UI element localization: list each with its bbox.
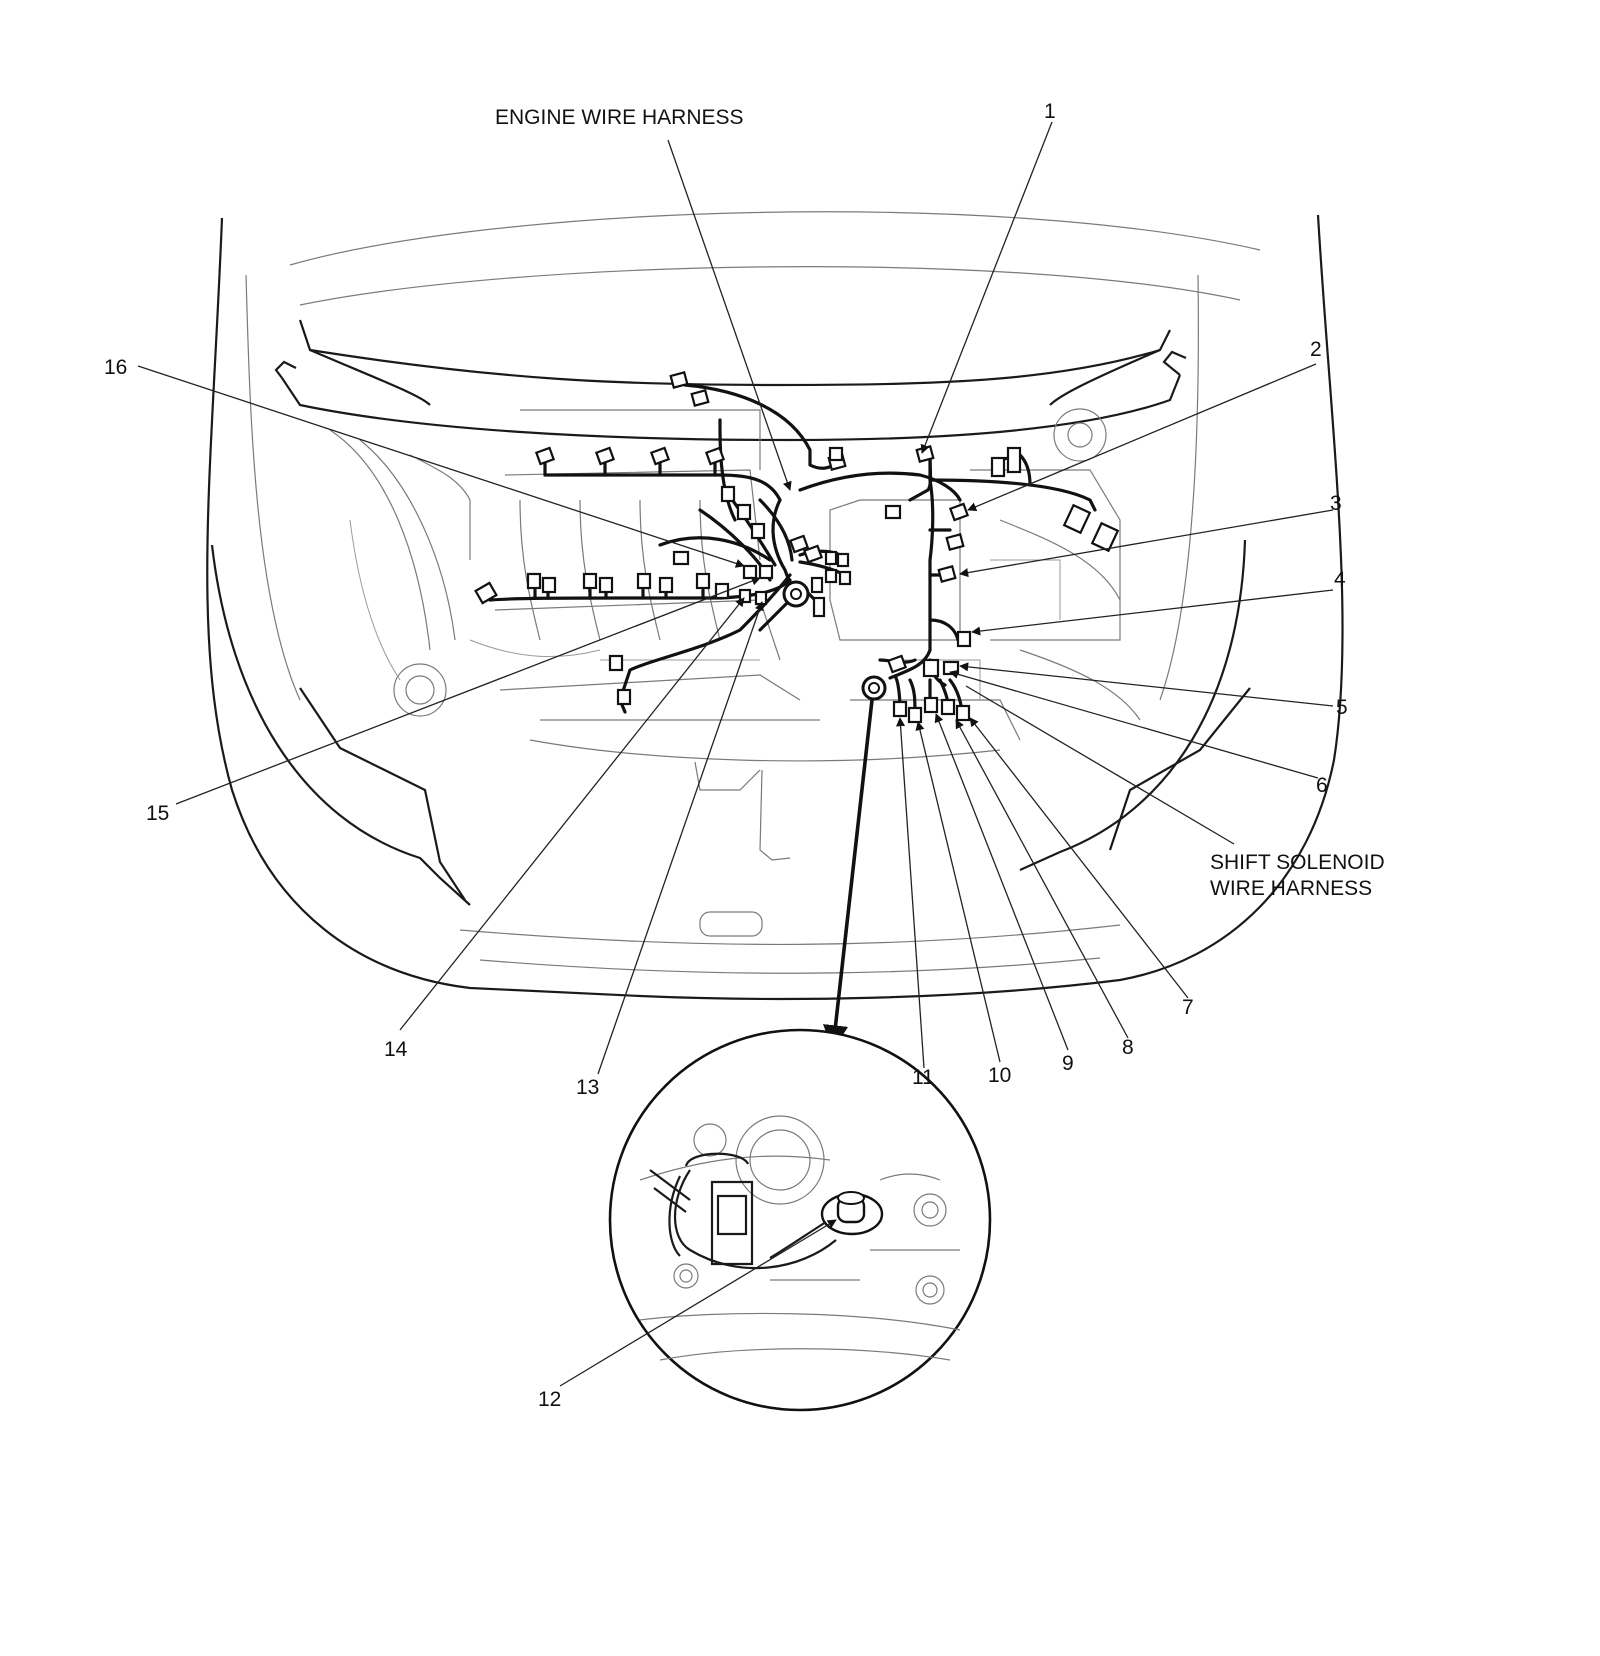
connector: [1090, 521, 1120, 553]
connector: [802, 544, 824, 564]
callout-numbers: 1 2 3 4 5 6 7 8 9 10 11 12 13 14 15 16: [104, 100, 1348, 1411]
connector: [616, 688, 632, 706]
connector: [915, 445, 935, 463]
callout-11: 11: [912, 1066, 934, 1089]
connector: [892, 700, 908, 718]
connector: [886, 654, 908, 674]
ground-bolt-engine: [782, 580, 810, 608]
connector: [669, 371, 689, 389]
connector: [541, 576, 557, 594]
connector: [750, 522, 766, 540]
callout-3: 3: [1330, 492, 1342, 515]
callout-15: 15: [146, 802, 169, 825]
callout-4: 4: [1334, 568, 1346, 591]
connector: [526, 572, 542, 590]
callout-2: 2: [1310, 338, 1322, 361]
callout-14: 14: [384, 1038, 408, 1061]
connector: [636, 572, 652, 590]
engine-wire-harness: [488, 383, 1097, 714]
callout-10: 10: [988, 1064, 1011, 1087]
connector: [824, 550, 838, 566]
connectors: [474, 371, 1120, 724]
callout-8: 8: [1122, 1036, 1134, 1059]
connector: [582, 572, 598, 590]
connector: [594, 446, 616, 466]
connector: [704, 446, 726, 466]
connector: [922, 658, 940, 678]
callout-16: 16: [104, 356, 127, 379]
cowl-outline: [274, 319, 1187, 442]
connector: [838, 570, 852, 586]
connector: [474, 581, 498, 605]
callout-5: 5: [1336, 696, 1348, 719]
connector: [824, 568, 838, 584]
text-labels: ENGINE WIRE HARNESS SHIFT SOLENOID WIRE …: [495, 106, 1385, 900]
ground-bolt-transmission: [861, 675, 887, 701]
connector: [658, 576, 674, 594]
connector: [945, 533, 965, 551]
connector: [738, 588, 752, 604]
connector: [990, 456, 1006, 478]
connector: [812, 596, 826, 618]
leader-lines: [137, 121, 1334, 1387]
connector: [598, 576, 614, 594]
connector: [1062, 503, 1092, 535]
connector: [742, 564, 758, 580]
connector: [810, 576, 824, 594]
connector: [956, 630, 972, 648]
connector: [828, 446, 844, 462]
connector: [955, 704, 971, 722]
callout-12: 12: [538, 1388, 561, 1411]
callout-9: 9: [1062, 1052, 1074, 1075]
engine-wire-harness-label: ENGINE WIRE HARNESS: [495, 106, 744, 129]
connector: [649, 446, 671, 466]
connector: [948, 502, 970, 522]
callout-13: 13: [576, 1076, 599, 1099]
connector: [940, 698, 956, 716]
connector: [884, 504, 902, 520]
connector: [736, 503, 752, 521]
connector: [788, 534, 810, 554]
connector: [534, 446, 556, 466]
connector: [836, 552, 850, 568]
detail-pointer-arrow: [823, 699, 874, 1051]
connector: [695, 572, 711, 590]
connector: [758, 564, 774, 580]
vehicle-body-outline: [206, 211, 1344, 1001]
connector: [907, 706, 923, 724]
callout-6: 6: [1316, 774, 1328, 797]
shift-solenoid-label-line1: SHIFT SOLENOID: [1210, 851, 1385, 874]
connector: [690, 389, 710, 407]
callout-1: 1: [1044, 100, 1056, 123]
connector: [1006, 446, 1022, 474]
connector: [608, 654, 624, 672]
detail-view-circle: [608, 1028, 992, 1412]
connector: [923, 696, 939, 714]
connector: [672, 550, 690, 566]
connector: [720, 485, 736, 503]
connector: [937, 565, 957, 583]
callout-7: 7: [1182, 996, 1194, 1019]
connector: [754, 590, 768, 606]
shift-solenoid-label-line2: WIRE HARNESS: [1210, 877, 1372, 900]
